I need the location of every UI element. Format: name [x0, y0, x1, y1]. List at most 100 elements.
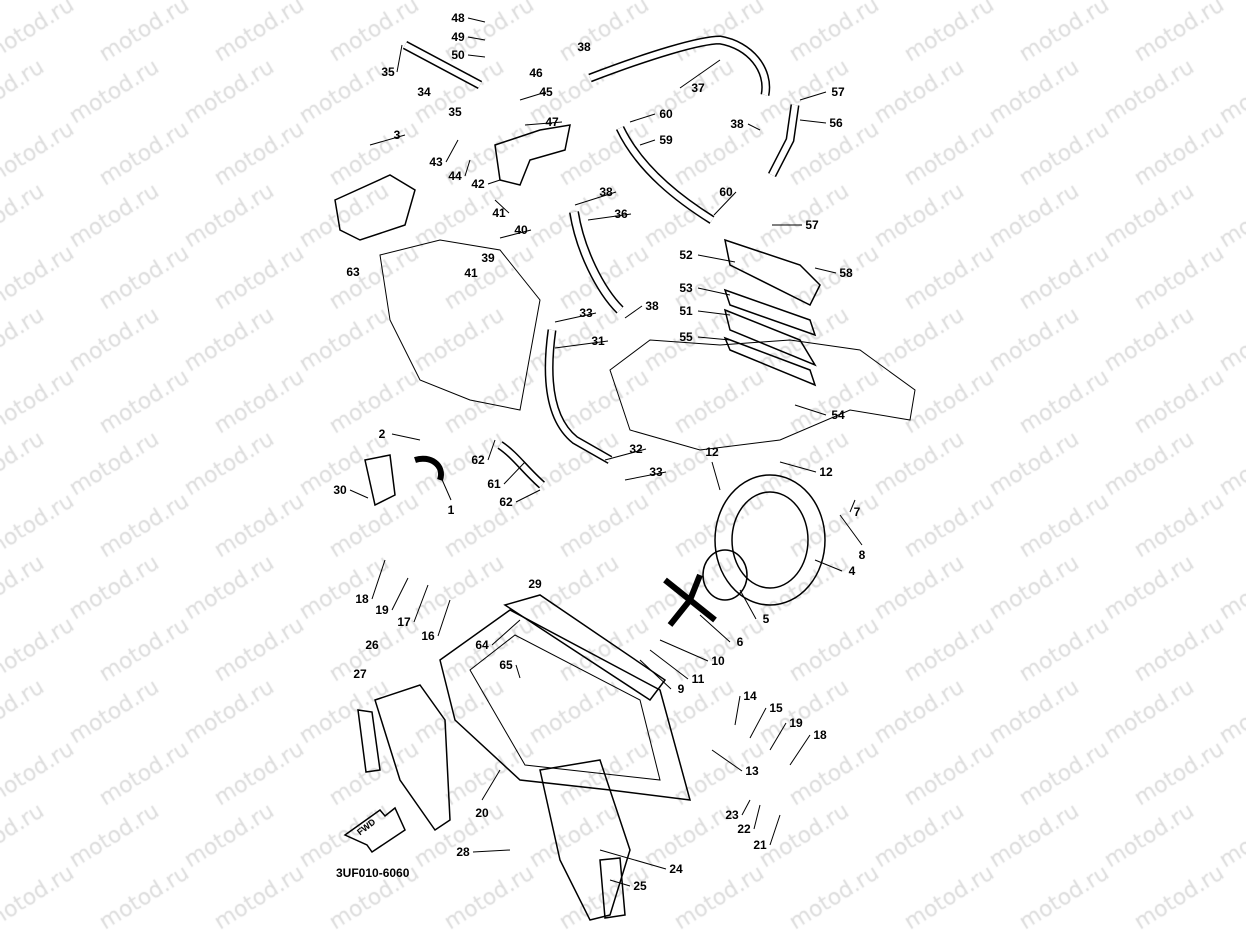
- part-label: 25: [633, 879, 647, 893]
- hose-59-inner: [617, 126, 714, 223]
- part-label: 1: [447, 503, 455, 517]
- part-label: 16: [421, 629, 435, 643]
- part-label: 58: [839, 266, 853, 280]
- part-label: 22: [737, 822, 751, 836]
- part-label: 49: [451, 30, 465, 44]
- part-label: 35: [448, 105, 462, 119]
- part-label: 32: [629, 442, 643, 456]
- hose-37-inner: [588, 36, 769, 96]
- part-label: 27: [353, 667, 367, 681]
- part-label: 53: [679, 281, 693, 295]
- part-label: 44: [448, 169, 462, 183]
- part-label: 57: [805, 218, 819, 232]
- part-label: 47: [545, 115, 559, 129]
- part-label: 56: [829, 116, 843, 130]
- part-label: 19: [375, 603, 389, 617]
- leader-lines: [349, 17, 863, 887]
- cylinder-outline: [609, 339, 916, 451]
- part-label: 40: [514, 223, 528, 237]
- part-label: 7: [853, 505, 861, 519]
- part-label: 8: [858, 548, 866, 562]
- part-label: 52: [679, 248, 693, 262]
- part-label: 41: [492, 206, 506, 220]
- part-label: 18: [355, 592, 369, 606]
- part-label: 23: [725, 808, 739, 822]
- hose-61-inner: [498, 442, 544, 488]
- part-label: 33: [579, 306, 593, 320]
- part-label: 38: [599, 185, 613, 199]
- part-label: 48: [451, 11, 465, 25]
- part-label: 60: [659, 107, 673, 121]
- part-label: 43: [429, 155, 443, 169]
- part-label: 3: [393, 128, 401, 142]
- cover-26: [374, 684, 451, 832]
- fwd-arrow-icon: [343, 806, 406, 854]
- part-label: 61: [487, 477, 501, 491]
- hose-1: [414, 455, 444, 481]
- part-label: 35: [381, 65, 395, 79]
- cover-63: [334, 174, 416, 241]
- part-label: 29: [528, 577, 542, 591]
- part-label: 12: [819, 465, 833, 479]
- hose-34-inner: [403, 42, 482, 88]
- pipe-51: [723, 308, 817, 367]
- part-label: 46: [529, 66, 543, 80]
- part-label: 57: [831, 85, 845, 99]
- part-label: 38: [645, 299, 659, 313]
- part-label: 50: [451, 48, 465, 62]
- hose-31-inner: [546, 329, 612, 463]
- part-label: 11: [691, 672, 705, 686]
- hose-36-inner: [570, 211, 623, 313]
- tank-30: [364, 454, 396, 507]
- part-label: 19: [789, 716, 803, 730]
- part-label: 63: [346, 265, 360, 279]
- part-label: 38: [577, 40, 591, 54]
- part-label: 62: [499, 495, 513, 509]
- part-label: 64: [475, 638, 489, 652]
- part-label: 54: [831, 408, 845, 422]
- part-label: 55: [679, 330, 693, 344]
- part-label: 41: [464, 266, 478, 280]
- part-label: 45: [539, 85, 553, 99]
- part-label: 9: [677, 682, 685, 696]
- part-label: 59: [659, 133, 673, 147]
- part-label: 4: [848, 564, 856, 578]
- part-label: 62: [471, 453, 485, 467]
- hose-56-inner: [769, 104, 798, 177]
- radiator-tank-64: [503, 594, 667, 702]
- part-label: 36: [614, 207, 628, 221]
- part-label: 65: [499, 658, 513, 672]
- part-label: 60: [719, 185, 733, 199]
- part-label: 20: [475, 806, 489, 820]
- hose-36: [569, 211, 624, 314]
- part-label: 31: [591, 334, 605, 348]
- part-label: 42: [471, 177, 485, 191]
- fan-motor-5: [702, 549, 748, 601]
- part-label: 14: [743, 689, 757, 703]
- part-label: 18: [813, 728, 827, 742]
- emblem-27: [357, 709, 381, 773]
- gasket-55: [723, 336, 817, 387]
- radiator-core: [469, 634, 661, 781]
- diagram-code: 3UF010-6060: [336, 866, 410, 880]
- radiator-20: [439, 609, 692, 801]
- emblem-25: [599, 857, 626, 919]
- part-label: 51: [679, 304, 693, 318]
- part-label: 6: [736, 635, 744, 649]
- part-label: 30: [333, 483, 347, 497]
- part-label: 17: [397, 615, 411, 629]
- part-label: 28: [456, 845, 470, 859]
- part-label: 15: [769, 701, 783, 715]
- gasket-53: [723, 288, 817, 337]
- part-label: 12: [705, 445, 719, 459]
- part-label: 34: [417, 85, 431, 99]
- part-label: 13: [745, 764, 759, 778]
- part-label: 39: [481, 251, 495, 265]
- part-label: 26: [365, 638, 379, 652]
- part-label: 37: [691, 81, 705, 95]
- thermostat-housing: [494, 124, 571, 186]
- fan-shroud-inner: [731, 491, 809, 589]
- fan-blade-6: [663, 573, 717, 627]
- cover-24: [539, 759, 631, 921]
